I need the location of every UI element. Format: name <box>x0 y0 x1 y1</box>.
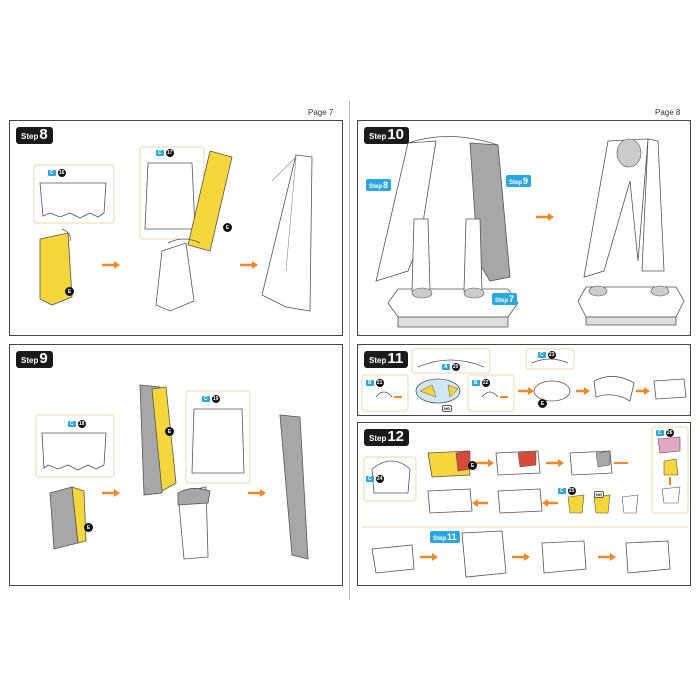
callout-e-left: E <box>84 523 93 532</box>
page-divider <box>349 100 350 600</box>
page-number-right: Page 8 <box>655 108 681 117</box>
page-number-left: Page 7 <box>308 108 334 117</box>
ng-label: NG <box>442 405 452 412</box>
step-8-illustration <box>33 146 313 312</box>
step-12-illustration <box>362 426 689 578</box>
callout-e-left: E <box>65 287 74 296</box>
ng-label: NG <box>594 491 604 498</box>
step-11-illustration <box>361 348 687 412</box>
callout-e-right: E <box>165 427 174 436</box>
callout-e: E <box>538 399 547 408</box>
step-9-illustration <box>35 384 309 560</box>
callout-e: E <box>468 461 477 470</box>
callout-e-right: E <box>223 223 232 232</box>
step-10-illustration <box>375 136 685 328</box>
